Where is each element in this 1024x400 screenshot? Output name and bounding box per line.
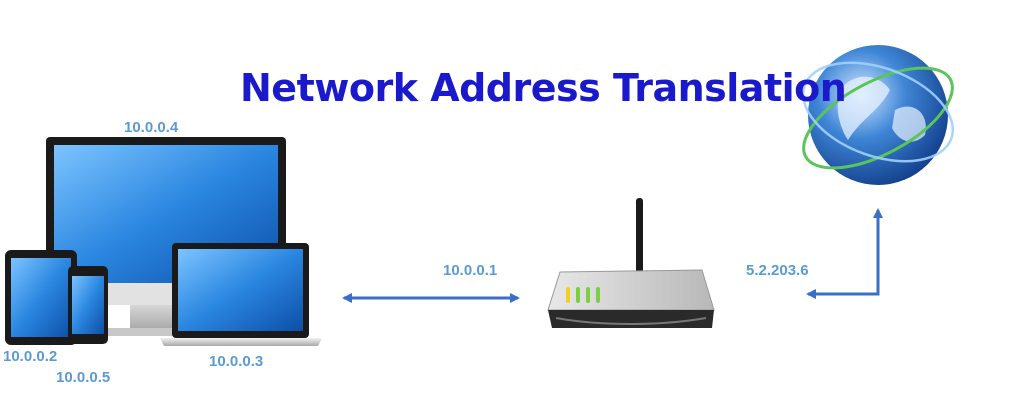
router-icon xyxy=(547,198,715,328)
ip-label-router-lan: 10.0.0.1 xyxy=(443,262,498,279)
wan-link-arrow xyxy=(806,208,883,299)
diagram-title: Network Address Translation xyxy=(240,66,847,110)
ip-label-laptop: 10.0.0.3 xyxy=(209,353,264,370)
globe-icon xyxy=(801,45,955,185)
ip-label-phone: 10.0.0.5 xyxy=(56,369,111,386)
laptop-icon xyxy=(160,243,322,346)
smartphone-icon xyxy=(68,266,108,344)
ip-label-router-wan: 5.2.203.6 xyxy=(746,262,809,279)
tablet-icon xyxy=(5,250,77,345)
ip-label-monitor: 10.0.0.4 xyxy=(124,119,179,136)
ip-label-tablet: 10.0.0.2 xyxy=(3,348,58,365)
